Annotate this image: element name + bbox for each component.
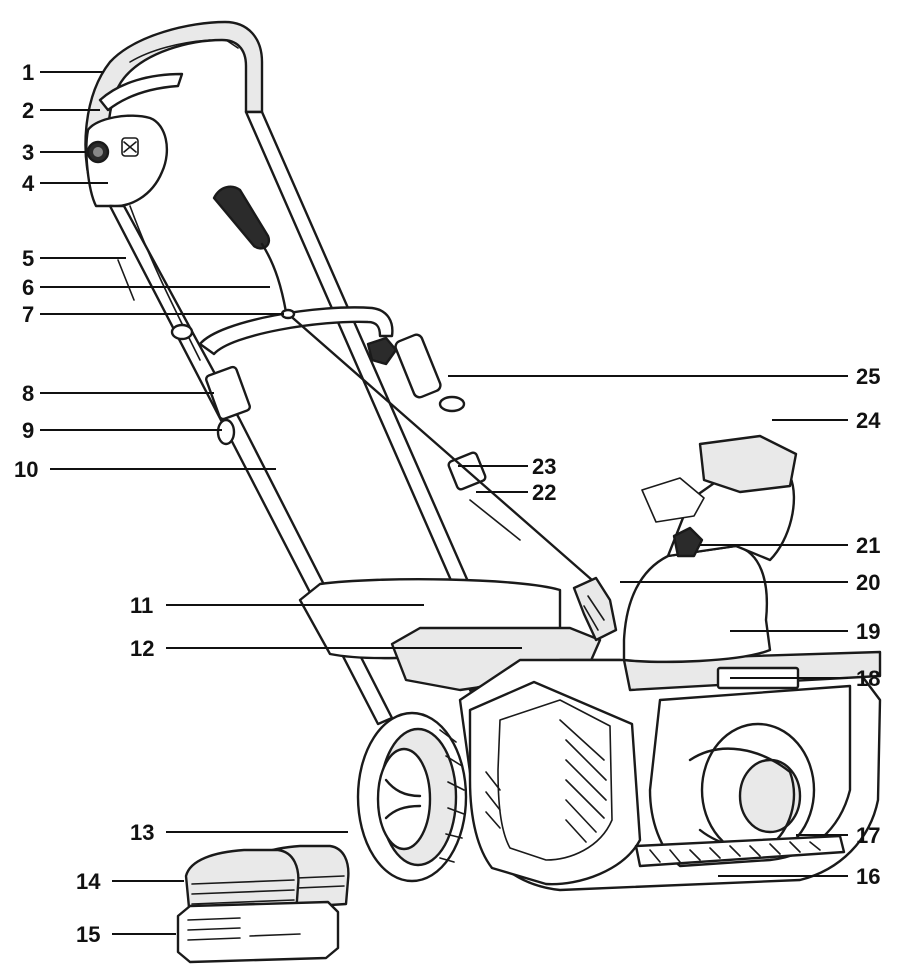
callout-5: 5 [22,246,34,271]
callout-19: 19 [856,619,880,644]
battery-pack-front [184,848,300,920]
callout-23: 23 [532,454,556,479]
callout-18: 18 [856,666,880,691]
callout-25: 25 [856,364,880,389]
callout-22: 22 [532,480,556,505]
chute-control-rod [212,185,594,582]
callout-21: 21 [856,533,880,558]
callout-11: 11 [130,593,153,618]
wheel [356,711,468,883]
charger [176,900,340,964]
callout-6: 6 [22,275,34,300]
callout-20: 20 [856,570,880,595]
callout-labels: 1 2 3 4 5 6 7 8 9 10 11 12 13 14 15 16 1… [14,60,881,947]
callout-4: 4 [22,171,35,196]
leader-lines [40,71,848,935]
callout-8: 8 [22,381,34,406]
callout-9: 9 [22,418,34,443]
callout-13: 13 [130,820,154,845]
callout-12: 12 [130,636,154,661]
callout-14: 14 [76,869,101,894]
snow-thrower-illustration [84,20,882,964]
callout-7: 7 [22,302,34,327]
callout-17: 17 [856,823,880,848]
upper-handle [84,20,264,192]
callout-10: 10 [14,457,38,482]
lower-handle-bar [198,306,398,366]
callout-3: 3 [22,140,34,165]
callout-15: 15 [76,922,100,947]
callout-2: 2 [22,98,34,123]
discharge-chute [572,434,798,664]
control-box [85,114,169,208]
callout-24: 24 [856,408,881,433]
auger-housing [458,650,882,892]
callout-16: 16 [856,864,880,889]
callout-1: 1 [22,60,34,85]
